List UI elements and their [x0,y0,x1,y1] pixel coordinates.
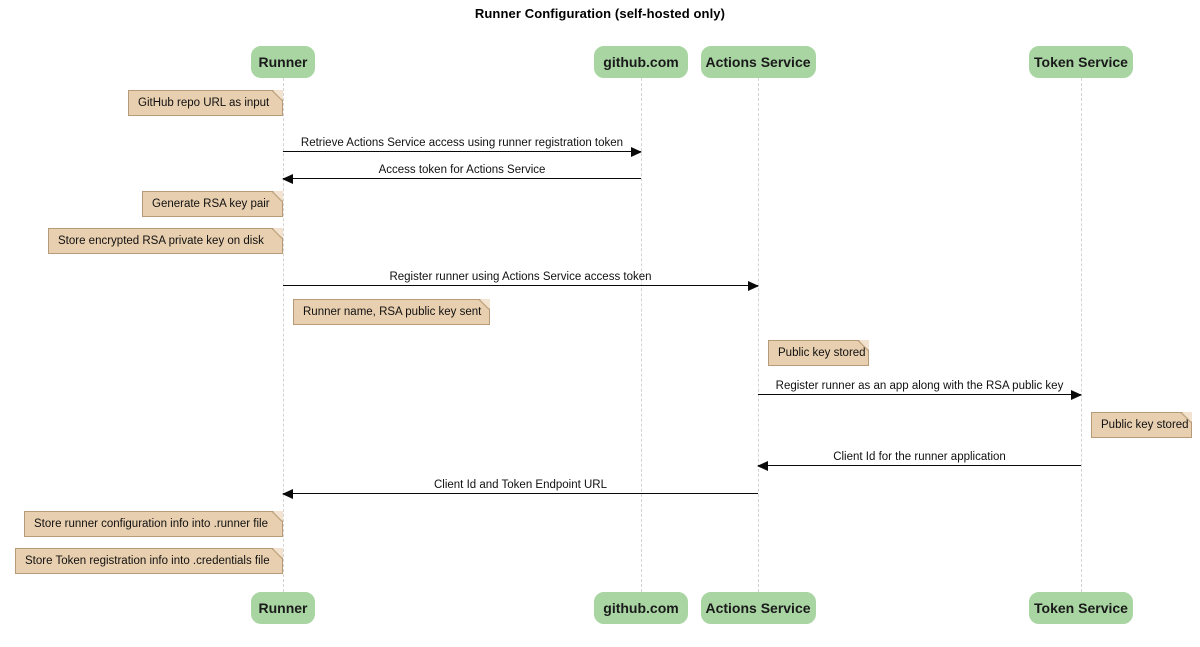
note-fold-corner-icon [273,548,283,558]
note-public-key-stored-1-text: Public key stored [778,347,866,359]
lifeline-token [1081,78,1082,592]
lifeline-runner [283,78,284,592]
participant-token-top[interactable]: Token Service [1029,46,1133,78]
note-fold-corner-icon [273,191,283,201]
note-store-encrypted-rsa-text: Store encrypted RSA private key on disk [58,235,264,247]
note-store-runner-config: Store runner configuration info into .ru… [24,510,283,537]
lifeline-github [641,78,642,592]
note-public-key-stored-2: Public key stored [1091,411,1192,438]
participant-github-bottom[interactable]: github.com [594,592,688,624]
arrowhead-right-icon [748,281,759,291]
participant-actions-bottom[interactable]: Actions Service [700,592,816,624]
note-fold-corner-icon [1182,412,1192,422]
note-github-repo-url: GitHub repo URL as input [128,89,283,116]
participant-runner-top[interactable]: Runner [251,46,315,78]
note-public-key-stored-1: Public key stored [768,339,869,366]
note-fold-corner-icon [273,511,283,521]
msg-retrieve-actions-access: Retrieve Actions Service access using ru… [283,137,642,157]
arrowhead-left-icon [282,174,293,184]
note-runner-name-pubkey: Runner name, RSA public key sent [293,298,490,325]
note-fold-corner-icon [273,228,283,238]
note-fold-corner-icon [273,90,283,100]
arrowhead-right-icon [1071,390,1082,400]
arrowhead-left-icon [282,489,293,499]
participant-github-top[interactable]: github.com [594,46,688,78]
participant-token-bottom[interactable]: Token Service [1029,592,1133,624]
note-store-token-reg-text: Store Token registration info into .cred… [25,555,270,567]
msg-access-token-label: Access token for Actions Service [378,164,546,176]
msg-retrieve-actions-access-label: Retrieve Actions Service access using ru… [300,137,624,149]
note-github-repo-url-text: GitHub repo URL as input [138,97,270,109]
msg-client-id-label: Client Id for the runner application [833,451,1006,463]
note-fold-corner-icon [480,299,490,309]
msg-register-app: Register runner as an app along with the… [758,380,1082,400]
msg-register-runner: Register runner using Actions Service ac… [283,271,759,291]
msg-register-runner-label: Register runner using Actions Service ac… [389,271,652,283]
arrowhead-left-icon [757,461,768,471]
msg-access-token: Access token for Actions Service [282,164,641,184]
note-public-key-stored-2-text: Public key stored [1101,419,1189,431]
note-store-runner-config-text: Store runner configuration info into .ru… [34,518,268,530]
participant-actions-top[interactable]: Actions Service [700,46,816,78]
note-runner-name-pubkey-text: Runner name, RSA public key sent [303,306,482,318]
msg-client-id: Client Id for the runner application [757,451,1081,471]
note-fold-corner-icon [859,340,869,350]
participant-runner-bottom[interactable]: Runner [251,592,315,624]
note-store-token-reg: Store Token registration info into .cred… [15,547,283,574]
note-generate-rsa-text: Generate RSA key pair [152,198,270,210]
note-store-encrypted-rsa: Store encrypted RSA private key on disk [48,227,283,254]
lifeline-actions [758,78,759,592]
page-title: Runner Configuration (self-hosted only) [474,6,726,21]
note-generate-rsa: Generate RSA key pair [142,190,283,217]
msg-client-id-endpoint: Client Id and Token Endpoint URL [282,479,758,499]
msg-client-id-endpoint-label: Client Id and Token Endpoint URL [433,479,608,491]
arrowhead-right-icon [631,147,642,157]
msg-register-app-label: Register runner as an app along with the… [775,380,1064,392]
